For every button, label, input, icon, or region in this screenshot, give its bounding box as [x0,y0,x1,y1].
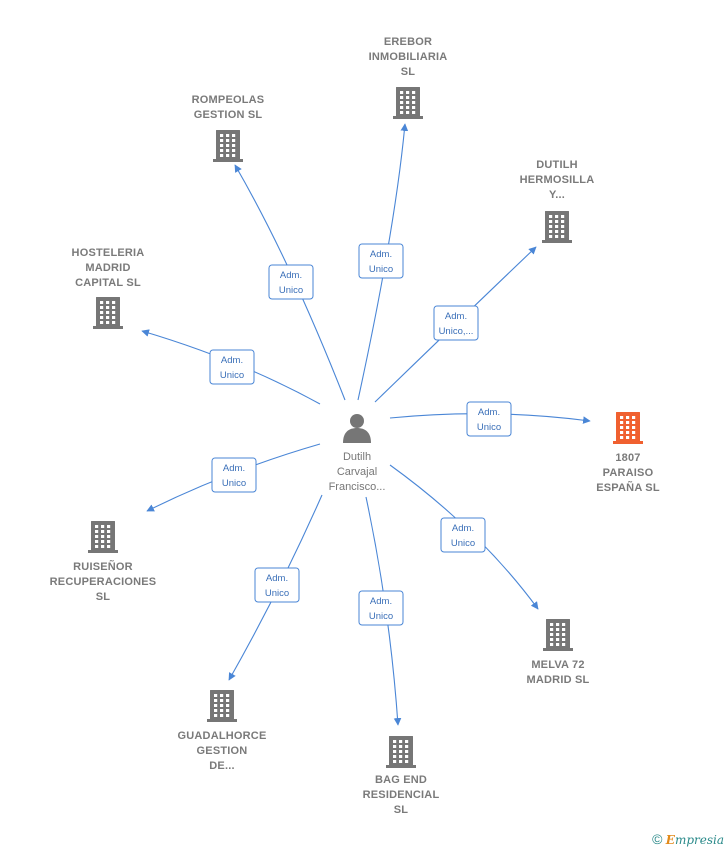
role-text: Adm. [452,523,474,534]
role-badge-hosteleria[interactable]: Adm. Unico [209,349,255,385]
role-badge-frame [209,349,255,385]
person-name: Carvajal [337,466,377,478]
company-label: RESIDENCIAL [363,789,440,801]
company-label: SL [96,591,111,603]
company-label: Y... [549,189,565,201]
company-node-melva[interactable]: MELVA 72 MADRID SL [527,619,590,686]
brand-rest: mpresia [674,833,724,847]
company-node-guadalhorce[interactable]: GUADALHORCE GESTION DE... [178,690,267,772]
roles-layer: Adm.UnicoAdm.UnicoAdm.Unico,...Adm.Unico… [209,243,512,626]
role-badge-frame [268,264,314,300]
company-label: RUISEÑOR [73,560,133,573]
building-icon [93,297,123,329]
role-text: Adm. [370,596,392,607]
role-badge-dutilh-hermosilla[interactable]: Adm. Unico,... [433,305,479,341]
role-badge-frame [358,243,404,279]
role-text: Adm. [221,355,243,366]
building-icon [213,130,243,162]
role-text: Adm. [280,270,302,281]
company-label: SL [394,804,409,816]
role-badge-frame [211,457,257,493]
company-label: DUTILH [536,159,578,171]
role-badge-frame [433,305,479,341]
role-badge-melva[interactable]: Adm. Unico [440,517,486,553]
company-node-hosteleria[interactable]: HOSTELERIA MADRID CAPITAL SL [72,247,145,329]
building-icon [207,690,237,722]
company-label: MADRID [85,262,130,274]
role-badge-frame [254,567,300,603]
brand-initial: E [665,833,675,847]
building-icon [386,736,416,768]
role-text: Unico [265,588,289,599]
person-icon [343,414,371,443]
copyright-symbol: © [652,831,663,847]
company-node-rompeolas[interactable]: ROMPEOLAS GESTION SL [192,94,265,162]
company-label: BAG END [375,774,427,786]
role-text: Unico,... [439,326,474,337]
building-icon [543,619,573,651]
role-text: Adm. [478,407,500,418]
company-label: INMOBILIARIA [369,51,448,63]
company-label: MADRID SL [527,674,590,686]
role-text: Unico [369,611,393,622]
company-label: ESPAÑA SL [596,481,660,494]
role-text: Unico [222,478,246,489]
company-label: DE... [209,760,234,772]
company-node-dutilh-hermosilla[interactable]: DUTILH HERMOSILLA Y... [520,159,595,243]
role-text: Adm. [266,573,288,584]
empresia-brand[interactable]: © Empresia [652,831,724,847]
role-text: Unico [279,285,303,296]
company-label: SL [401,66,416,78]
building-icon [542,211,572,243]
role-text: Unico [369,264,393,275]
edges-layer [141,123,591,726]
person-name: Francisco... [329,481,386,493]
company-node-ruisenor[interactable]: RUISEÑOR RECUPERACIONES SL [50,521,157,603]
role-badge-bag-end[interactable]: Adm. Unico [358,590,404,626]
building-icon [393,87,423,119]
company-label: GESTION [197,745,248,757]
role-text: Adm. [223,463,245,474]
building-icon [613,412,643,444]
company-label: CAPITAL SL [75,277,141,289]
person-node[interactable]: DutilhCarvajalFrancisco... [329,414,386,493]
role-text: Unico [220,370,244,381]
company-node-bag-end[interactable]: BAG END RESIDENCIAL SL [363,736,440,816]
company-label: MELVA 72 [531,659,584,671]
company-label: GUADALHORCE [178,730,267,742]
role-badge-erebor[interactable]: Adm. Unico [358,243,404,279]
role-badge-rompeolas[interactable]: Adm. Unico [268,264,314,300]
company-label: 1807 [615,452,640,464]
nodes-layer: EREBOR INMOBILIARIA SL ROMPEOLAS GESTION SL D… [50,36,660,816]
company-label: HOSTELERIA [72,247,145,259]
company-label: GESTION SL [194,109,263,121]
role-badge-frame [466,401,512,437]
role-text: Unico [451,538,475,549]
company-node-erebor[interactable]: EREBOR INMOBILIARIA SL [369,36,448,119]
role-text: Adm. [370,249,392,260]
role-badge-paraiso[interactable]: Adm. Unico [466,401,512,437]
role-badge-ruisenor[interactable]: Adm. Unico [211,457,257,493]
role-text: Unico [477,422,501,433]
company-label: RECUPERACIONES [50,576,157,588]
role-text: Adm. [445,311,467,322]
company-label: ROMPEOLAS [192,94,265,106]
company-label: HERMOSILLA [520,174,595,186]
role-badge-guadalhorce[interactable]: Adm. Unico [254,567,300,603]
building-icon [88,521,118,553]
role-badge-frame [358,590,404,626]
role-badge-frame [440,517,486,553]
company-label: EREBOR [384,36,432,48]
company-label: PARAISO [603,467,654,479]
person-name: Dutilh [343,451,371,463]
